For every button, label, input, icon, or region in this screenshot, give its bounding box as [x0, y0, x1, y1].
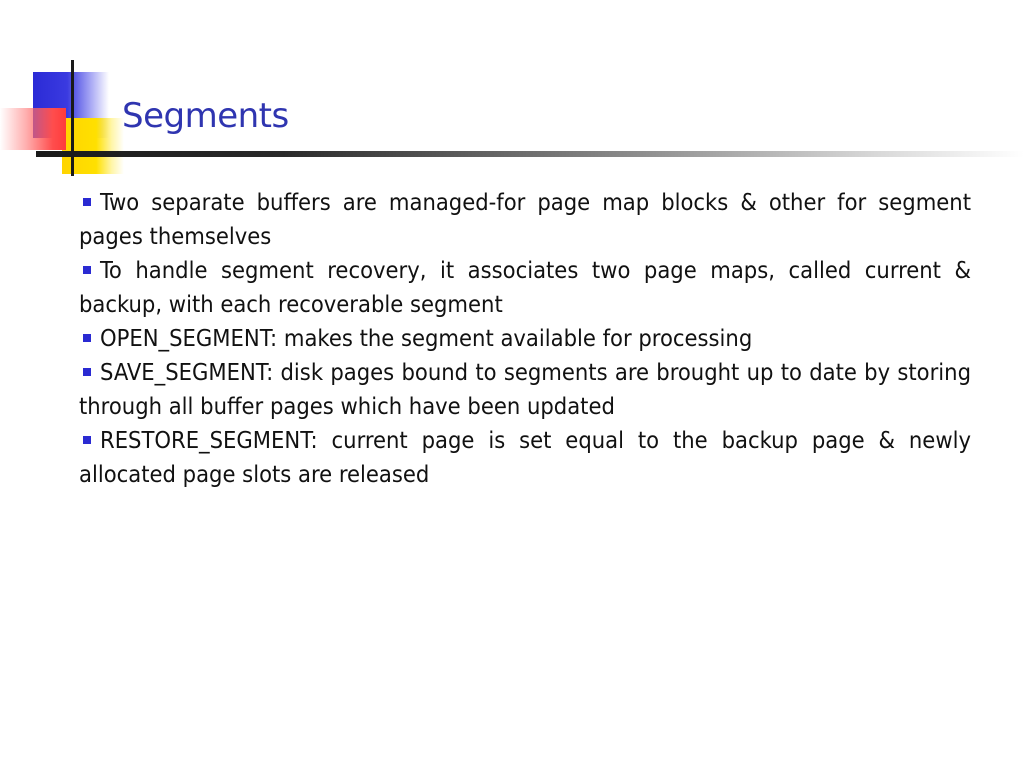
bullet-item: RESTORE_SEGMENT: current page is set equ… — [79, 423, 971, 491]
square-bullet-icon — [83, 198, 91, 206]
square-bullet-icon — [83, 334, 91, 342]
decorative-red-bar — [0, 108, 66, 150]
bullet-text: OPEN_SEGMENT: makes the segment availabl… — [100, 324, 753, 352]
square-bullet-icon — [83, 436, 91, 444]
bullet-text: To handle segment recovery, it associate… — [79, 256, 971, 318]
square-bullet-icon — [83, 266, 91, 274]
bullet-item: SAVE_SEGMENT: disk pages bound to segmen… — [79, 355, 971, 423]
decorative-vertical-line — [71, 60, 74, 176]
bullet-item: To handle segment recovery, it associate… — [79, 253, 971, 321]
bullet-item: Two separate buffers are managed-for pag… — [79, 185, 971, 253]
bullet-text: Two separate buffers are managed-for pag… — [79, 188, 971, 250]
bullet-item: OPEN_SEGMENT: makes the segment availabl… — [79, 321, 971, 355]
bullet-text: RESTORE_SEGMENT: current page is set equ… — [79, 426, 971, 488]
bullet-text: SAVE_SEGMENT: disk pages bound to segmen… — [79, 358, 971, 420]
slide-title: Segments — [122, 96, 289, 136]
square-bullet-icon — [83, 368, 91, 376]
bullet-list: Two separate buffers are managed-for pag… — [79, 185, 971, 491]
title-underline-rule — [36, 151, 1024, 157]
